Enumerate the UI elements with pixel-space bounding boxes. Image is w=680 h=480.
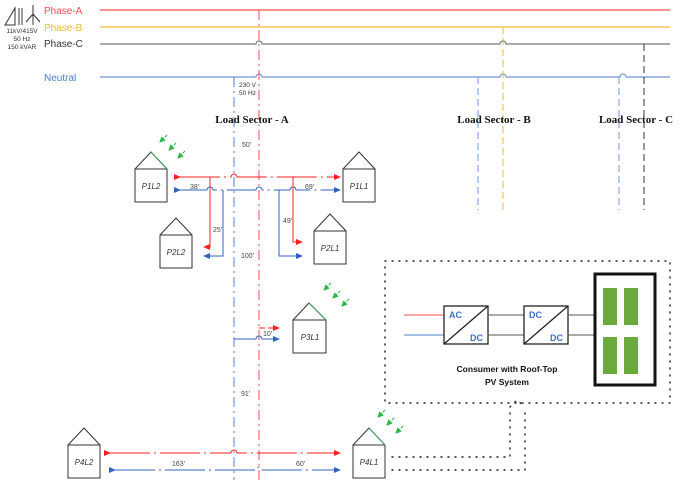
- distance-25: 25': [213, 227, 222, 234]
- sunlight-icon: [323, 282, 350, 307]
- p3l1-neutral-line: [234, 335, 280, 342]
- distance-69: 69': [305, 184, 314, 191]
- house-label-p4l2: P4L2: [75, 458, 94, 467]
- tap-frequency: 50 Hz: [239, 90, 256, 97]
- bus-label-phase-b: Phase-B: [44, 23, 83, 34]
- house-p2l2: P2L2: [159, 217, 193, 269]
- pv-panel-icon: [593, 272, 657, 387]
- transformer-symbol-icon: [4, 5, 41, 26]
- house-label-p1l1: P1L1: [350, 182, 369, 191]
- ac-dc-converter-icon: AC DC: [443, 305, 489, 345]
- converter1-input: AC: [449, 310, 462, 320]
- sunlight-icon: [159, 134, 186, 159]
- bus-label-phase-c: Phase-C: [44, 39, 83, 50]
- bus-neutral: [100, 73, 670, 78]
- p2l2-neutral-line: [203, 190, 224, 259]
- distance-60: 60': [296, 461, 305, 468]
- source-rating-3: 150 kVAR: [8, 44, 37, 51]
- sector-c-title: Load Sector - C: [599, 114, 673, 126]
- house-label-p2l2: P2L2: [167, 248, 186, 257]
- pv-connection-link: [391, 399, 526, 471]
- sector-a-title: Load Sector - A: [215, 114, 288, 126]
- bus-label-phase-a: Phase-A: [44, 6, 83, 17]
- p4-phase-line: [104, 449, 341, 456]
- converter2-output: DC: [550, 333, 563, 343]
- source-rating-1: 11kV/415V: [6, 28, 38, 35]
- house-p3l1: P3L1: [292, 302, 327, 354]
- sector-b-title: Load Sector - B: [457, 114, 531, 126]
- distance-38: 38': [190, 184, 199, 191]
- pv-caption-line2: PV System: [485, 377, 529, 387]
- converter2-input: DC: [529, 310, 542, 320]
- distance-100: 100': [241, 253, 254, 260]
- p2l2-phase-line: [203, 177, 211, 250]
- p2l1-neutral-line: [278, 190, 303, 259]
- bus-phase-c: [100, 40, 670, 45]
- distance-49: 49': [283, 218, 292, 225]
- distance-91: 91': [241, 391, 250, 398]
- house-p1l2: P1L2: [134, 151, 168, 203]
- house-p4l2: P4L2: [67, 427, 101, 479]
- house-p1l1: P1L1: [342, 151, 376, 203]
- house-label-p4l1: P4L1: [360, 458, 379, 467]
- dc-dc-converter-icon: DC DC: [523, 305, 569, 345]
- house-p4l1: P4L1: [352, 427, 386, 479]
- pv-caption-line1: Consumer with Roof-Top: [457, 364, 558, 374]
- p2l1-phase-line: [292, 177, 303, 245]
- distance-10: 10': [263, 331, 272, 338]
- house-label-p3l1: P3L1: [301, 333, 320, 342]
- house-label-p1l2: P1L2: [142, 182, 161, 191]
- tap-voltage: 230 V: [239, 82, 257, 89]
- distance-50: 50': [242, 142, 251, 149]
- source-rating-2: 50 Hz: [14, 36, 31, 43]
- converter1-output: DC: [470, 333, 483, 343]
- p4-neutral-line: [109, 466, 341, 473]
- house-p2l1: P2L1: [313, 213, 347, 265]
- distance-163: 163': [172, 461, 185, 468]
- bus-label-neutral: Neutral: [44, 73, 76, 84]
- house-label-p2l1: P2L1: [321, 244, 340, 253]
- sunlight-icon: [377, 409, 404, 434]
- p1-neutral-line: [174, 186, 341, 193]
- p1-phase-line: [174, 173, 341, 180]
